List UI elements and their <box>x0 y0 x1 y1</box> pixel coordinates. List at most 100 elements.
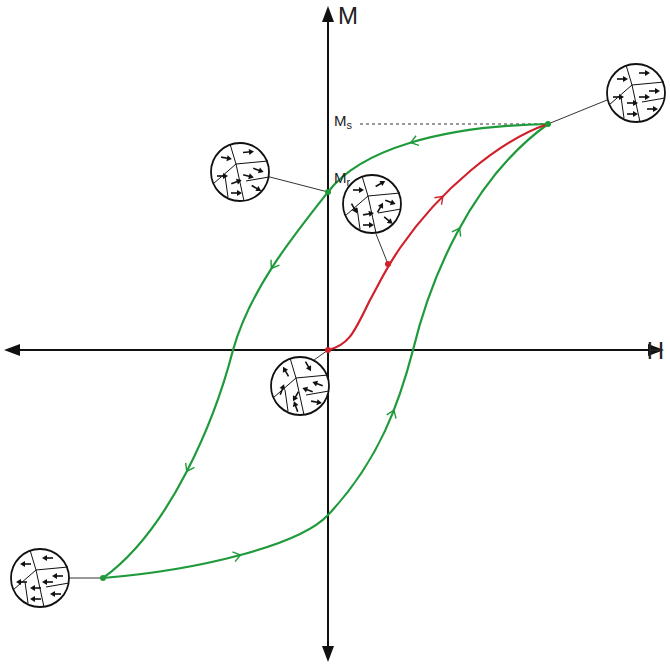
domain-circle <box>343 175 401 233</box>
direction-arrow <box>409 136 419 148</box>
domain-moment <box>639 94 650 100</box>
axis-arrow <box>4 344 20 356</box>
direction-arrow <box>232 550 241 561</box>
hysteresis-branch <box>103 124 548 578</box>
domain-wall <box>368 196 376 233</box>
domain-wall <box>13 570 36 590</box>
initial-magnetization-curve <box>328 124 548 350</box>
domain-moment <box>649 88 660 94</box>
domain-wall <box>285 390 288 411</box>
domain-moment <box>617 76 628 82</box>
domain-wall <box>30 550 36 570</box>
domain-moment <box>252 165 264 174</box>
saturation-label: Ms <box>334 113 352 131</box>
direction-arrow <box>452 226 464 237</box>
domain-moment <box>242 172 254 181</box>
domain-wall <box>236 164 244 201</box>
domain-circle <box>271 357 329 415</box>
domain-moment <box>280 365 291 378</box>
state-dot <box>325 347 331 353</box>
domain-moment <box>277 383 286 395</box>
leader-line <box>68 578 103 579</box>
state-dot <box>325 189 331 195</box>
domain-moment <box>290 390 301 403</box>
domain-moment <box>30 596 41 602</box>
domain-moment <box>231 190 242 196</box>
grain-outline <box>11 549 69 607</box>
domain-wall <box>362 176 368 196</box>
domain-moment <box>647 106 658 112</box>
axis-arrow <box>322 646 334 662</box>
m-axis <box>327 16 329 652</box>
direction-arrow <box>387 408 399 418</box>
domain-moment <box>42 555 53 561</box>
domain-moment <box>221 154 233 162</box>
domain-moment <box>303 360 314 373</box>
domain-moment <box>16 579 27 585</box>
domain-moment <box>375 201 386 214</box>
domain-moment <box>42 579 53 585</box>
domain-moment <box>230 177 242 186</box>
domain-moment <box>50 591 61 597</box>
domain-wall <box>290 358 296 378</box>
domain-wall <box>225 176 228 197</box>
axis-label: M <box>338 4 358 28</box>
domain-wall <box>46 583 69 587</box>
domain-wall <box>296 375 328 378</box>
remanence-label: Mr <box>334 170 350 188</box>
domain-wall <box>632 82 664 85</box>
domain-moment <box>353 187 364 193</box>
direction-arrow <box>434 193 446 205</box>
grain-outline <box>271 357 329 415</box>
axis-arrow <box>322 6 334 22</box>
domain-moment <box>627 111 638 117</box>
domain-moment <box>639 70 650 76</box>
domain-wall <box>621 97 624 118</box>
domain-wall <box>230 144 236 164</box>
domain-wall <box>213 164 236 184</box>
domain-moment <box>311 379 323 388</box>
domain-moment <box>217 173 228 179</box>
domain-wall <box>236 161 268 164</box>
direction-arrow <box>182 463 194 474</box>
domain-wall <box>368 193 400 196</box>
domain-wall <box>25 582 28 603</box>
domain-moment <box>250 183 263 194</box>
domain-moment <box>291 400 300 412</box>
domain-moment <box>363 222 374 228</box>
domain-moment <box>382 214 394 226</box>
domain-moment <box>363 210 375 218</box>
domain-wall <box>609 85 632 105</box>
domain-wall <box>306 391 329 395</box>
state-dot <box>100 575 106 581</box>
domain-moment <box>384 197 396 206</box>
hysteresis-branch <box>103 124 548 578</box>
direction-arrow <box>267 260 279 271</box>
domain-wall <box>273 378 296 398</box>
domain-wall <box>378 209 401 213</box>
grain-outline <box>211 143 269 201</box>
domain-moment <box>613 94 624 100</box>
domain-wall <box>632 85 640 122</box>
grain-outline <box>607 64 665 122</box>
domain-wall <box>345 196 368 216</box>
domain-moment <box>374 178 387 189</box>
domain-moment <box>349 202 360 215</box>
domain-moment <box>311 398 323 406</box>
domain-circle <box>211 143 269 201</box>
leader-line <box>266 176 328 192</box>
domain-circle <box>607 64 665 122</box>
domain-moment <box>30 585 41 591</box>
domain-wall <box>626 65 632 85</box>
domain-moment <box>243 148 254 155</box>
leader-line <box>376 234 388 264</box>
axis-label: H <box>647 339 664 363</box>
domain-moment <box>627 100 638 106</box>
domain-circle <box>11 549 69 607</box>
state-dot <box>385 261 391 267</box>
domain-moment <box>301 385 313 394</box>
domain-wall <box>357 208 360 229</box>
state-dot <box>545 121 551 127</box>
leader-line <box>548 98 612 124</box>
